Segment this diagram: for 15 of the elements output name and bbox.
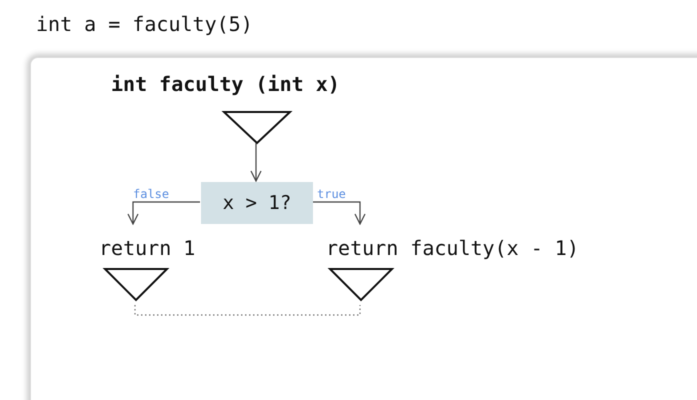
function-card: [30, 57, 697, 400]
function-signature: int faculty (int x): [111, 72, 340, 96]
edge-label: true: [316, 188, 347, 201]
dotted-bracket-line: [134, 305, 361, 316]
edge-label: false: [132, 188, 170, 201]
triangle-symbol: [329, 268, 393, 301]
return-statement: return 1: [99, 233, 229, 263]
arrow: [312, 201, 366, 225]
triangle-symbol: [223, 111, 291, 144]
code-line: int a = faculty(5): [36, 12, 253, 36]
triangle-symbol: [104, 268, 168, 301]
arrow: [250, 143, 262, 182]
arrow: [127, 201, 200, 225]
decision-box: x > 1?: [201, 182, 313, 224]
return-statement: return faculty(x - 1): [326, 233, 656, 263]
